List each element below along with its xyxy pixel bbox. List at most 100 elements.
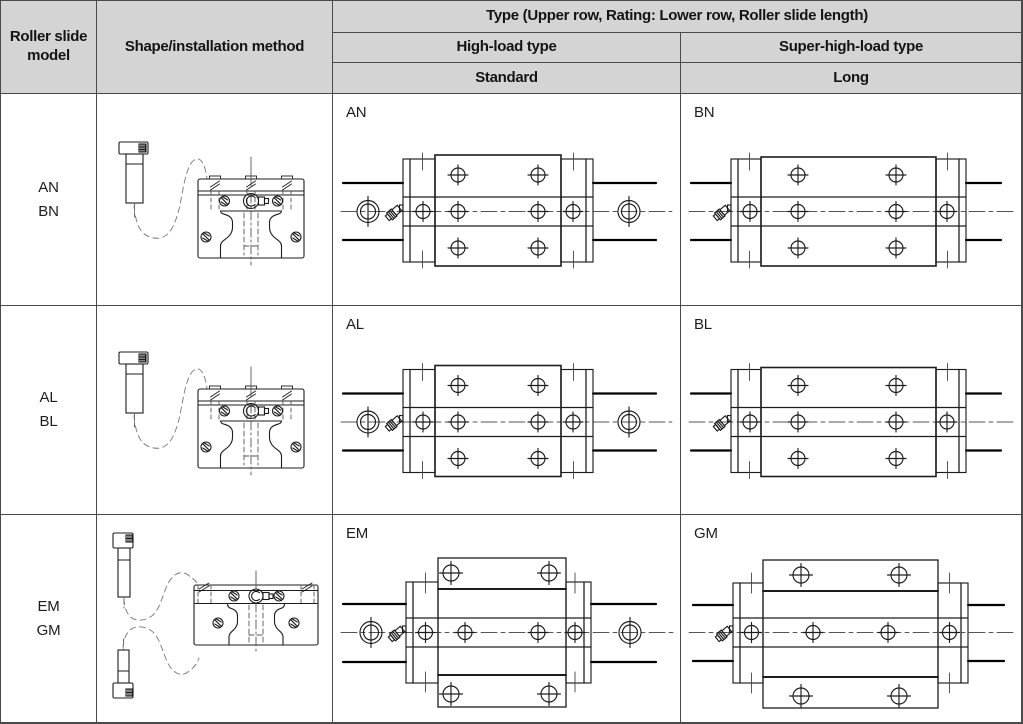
crosshair-hole: [802, 621, 824, 644]
rail-lines: [689, 392, 1003, 452]
side-screw-icon: [218, 195, 231, 207]
crosshair-hole: [412, 411, 434, 433]
retainer-screw-icon: [290, 441, 302, 453]
crosshair-hole: [447, 374, 469, 397]
crosshair-hole: [527, 621, 549, 644]
crosshair-hole: [447, 447, 469, 470]
top-view-em: [340, 557, 674, 708]
crosshair-hole: [527, 200, 549, 223]
rail-lines: [341, 602, 658, 664]
crosshair-hole: [885, 447, 907, 470]
crosshair-hole: [886, 683, 912, 709]
header-roller-slide-model: Roller slide model: [1, 1, 97, 94]
block-top-view: [711, 363, 967, 479]
side-screw-icon: [273, 590, 285, 602]
header-super-high-load-label: Super-high-load type: [778, 38, 923, 56]
drawing-label: AN: [346, 104, 367, 121]
drawing-label: BN: [694, 104, 715, 121]
crosshair-hole: [414, 621, 437, 644]
crosshair-hole: [787, 200, 809, 223]
grease-nipple-icon: [383, 414, 404, 433]
crosshair-hole: [447, 200, 469, 223]
mounting-bolt-icon: [112, 532, 134, 609]
rail-lines: [691, 603, 1006, 663]
model-label: BL: [39, 413, 58, 430]
retainer-screw-icon: [290, 231, 302, 243]
flange-screw-icon: [212, 617, 224, 629]
model-label: AN: [38, 178, 59, 196]
crosshair-hole: [739, 200, 761, 223]
block-top-view: [383, 152, 594, 269]
side-screw-icon: [228, 590, 240, 602]
grease-nipple-icon: [262, 591, 270, 601]
block-top-view: [713, 559, 969, 709]
crosshair-hole: [740, 621, 763, 644]
grease-nipple-icon: [711, 203, 732, 223]
crosshair-hole: [788, 683, 814, 709]
model-label: GM: [36, 621, 61, 639]
crosshair-hole: [527, 447, 549, 470]
rail-mounting-hole: [359, 616, 383, 649]
model-cell-al-bl: AL BL: [1, 306, 97, 515]
header-high-load-type: High-load type: [333, 33, 681, 63]
header-shape-installation: Shape/installation method: [97, 1, 333, 94]
mounting-bolt-icon: [118, 141, 149, 218]
crosshair-hole: [885, 164, 907, 186]
leader-line: [123, 572, 200, 621]
retainer-screw-icon: [200, 441, 212, 453]
header-high-load-label: High-load type: [456, 38, 557, 56]
drawing-label: BL: [694, 316, 712, 333]
block-cross-section: [197, 156, 305, 266]
crosshair-hole: [787, 447, 809, 470]
crosshair-hole: [885, 237, 907, 259]
grease-nipple-icon: [386, 624, 407, 644]
model-cell-em-gm: EM GM: [1, 515, 97, 723]
block-top-view: [386, 557, 592, 708]
crosshair-hole: [886, 562, 912, 588]
cross-section-drawing: [112, 532, 319, 699]
rail-profile: [226, 602, 286, 646]
rail-lines: [341, 392, 658, 452]
rail-mounting-hole: [617, 195, 641, 228]
rail-profile: [219, 210, 283, 259]
crosshair-hole: [936, 411, 958, 433]
cross-section-drawing: [118, 141, 305, 266]
crosshair-hole: [527, 237, 549, 259]
header-long-label: Long: [833, 68, 869, 86]
crosshair-hole: [562, 411, 584, 433]
grease-nipple-icon: [711, 414, 732, 433]
crosshair-hole: [936, 200, 958, 223]
crosshair-hole: [438, 681, 464, 707]
shape-installation-drawing-em-gm: [97, 515, 333, 723]
crosshair-hole: [885, 374, 907, 397]
crosshair-hole: [739, 411, 761, 433]
header-standard: Standard: [333, 63, 681, 94]
rail-lines: [341, 181, 658, 242]
header-type-group: Type (Upper row, Rating: Lower row, Roll…: [333, 1, 1022, 33]
leader-line: [133, 158, 208, 239]
mounting-bolt-icon: [118, 351, 149, 428]
drawing-cell-em: EM: [333, 515, 681, 723]
side-screw-icon: [218, 405, 231, 417]
header-standard-label: Standard: [475, 68, 538, 86]
grease-nipple-icon: [257, 196, 266, 206]
rail-mounting-hole: [356, 195, 380, 228]
drawing-cell-al: AL: [333, 306, 681, 515]
top-view-gm: [688, 559, 1018, 709]
leader-line: [133, 368, 208, 449]
model-cell-an-bn: AN BN: [1, 94, 97, 306]
drawing-cell-an: AN: [333, 94, 681, 306]
crosshair-hole: [454, 621, 476, 644]
rail-lines: [689, 181, 1003, 242]
drawing-label: AL: [346, 316, 364, 333]
top-view-an: [340, 152, 673, 269]
header-shape-installation-label: Shape/installation method: [124, 37, 305, 55]
crosshair-hole: [877, 621, 899, 644]
model-label: EM: [37, 597, 60, 615]
drawing-cell-gm: GM: [681, 515, 1022, 723]
block-top-view: [383, 363, 594, 479]
top-view-bn: [688, 152, 1016, 269]
flange-screw-icon: [288, 617, 300, 629]
crosshair-hole: [885, 200, 907, 223]
